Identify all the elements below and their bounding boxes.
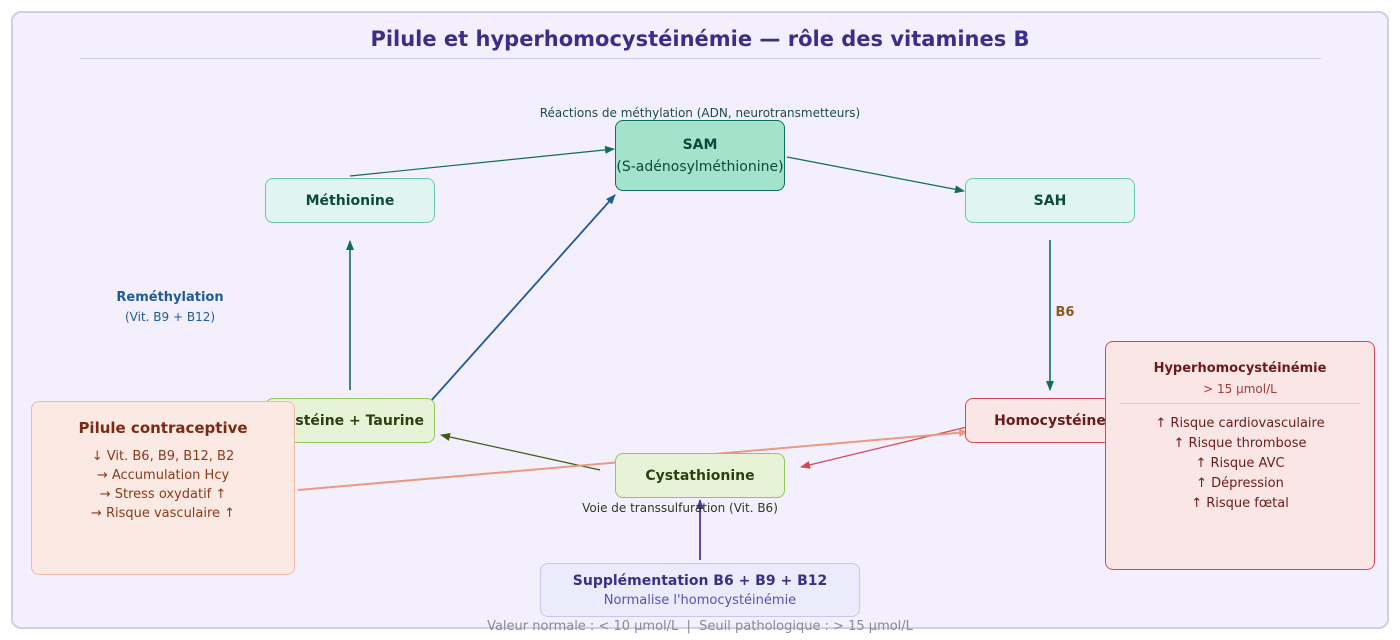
pill-box-line: → Stress oxydatif ↑ bbox=[99, 487, 227, 502]
cysteine-title: Cystéine + Taurine bbox=[276, 412, 424, 429]
supplement-box-subtitle: Normalise l'homocystéinémie bbox=[603, 592, 797, 608]
hyper-box-risk: ↑ Dépression bbox=[1196, 476, 1284, 491]
arrow-homocysteine-to-cystathionine bbox=[800, 426, 968, 469]
b6-label: B6 bbox=[1055, 305, 1075, 320]
hyper-box-divider bbox=[1120, 403, 1360, 404]
supplement-box: Supplémentation B6 + B9 + B12 Normalise … bbox=[540, 563, 860, 617]
supplement-box-title: Supplémentation B6 + B9 + B12 bbox=[572, 572, 828, 589]
methionine-title: Méthionine bbox=[305, 192, 395, 209]
pill-box-line: → Accumulation Hcy bbox=[96, 468, 230, 483]
pill-box: Pilule contraceptive ↓ Vit. B6, B9, B12,… bbox=[31, 401, 295, 575]
sam-subtitle: (S-adénosylméthionine) bbox=[616, 158, 784, 175]
sah-title: SAH bbox=[1033, 192, 1067, 209]
pill-box-title: Pilule contraceptive bbox=[78, 419, 248, 437]
hyper-box: Hyperhomocystéinémie > 15 µmol/L ↑ Risqu… bbox=[1105, 341, 1375, 570]
cystathionine-title: Cystathionine bbox=[645, 467, 755, 484]
hyper-box-risk: ↑ Risque AVC bbox=[1195, 456, 1285, 471]
remethylation-label: Reméthylation bbox=[116, 290, 224, 305]
diagram-title: Pilule et hyperhomocystéinémie — rôle de… bbox=[370, 27, 1030, 51]
homocysteine-title: Homocystéine bbox=[994, 412, 1106, 429]
cystathionine-node: Cystathionine bbox=[615, 453, 785, 498]
sah-node: SAH bbox=[965, 178, 1135, 223]
hyper-box-risk: ↑ Risque fœtal bbox=[1191, 496, 1289, 511]
hyper-box-risk: ↑ Risque cardiovasculaire bbox=[1155, 416, 1325, 431]
hyper-box-title: Hyperhomocystéinémie bbox=[1153, 361, 1327, 376]
title-divider bbox=[80, 58, 1321, 59]
methylation-label: Réactions de méthylation (ADN, neurotran… bbox=[539, 106, 861, 120]
arrow-sam-to-sah bbox=[786, 156, 965, 194]
remethylation-vitamins-label: (Vit. B9 + B12) bbox=[124, 310, 216, 324]
pill-box-line: ↓ Vit. B6, B9, B12, B2 bbox=[91, 449, 235, 464]
arrow-cysteine-to-sam bbox=[429, 194, 616, 403]
hyper-box-risk: ↑ Risque thrombose bbox=[1173, 436, 1307, 451]
arrow-methionine-to-sam bbox=[349, 145, 615, 177]
hyper-box-threshold: > 15 µmol/L bbox=[1203, 382, 1277, 396]
arrow-cystathionine-to-cysteine bbox=[440, 433, 601, 471]
methionine-node: Méthionine bbox=[265, 178, 435, 223]
sam-node: SAM (S-adénosylméthionine) bbox=[615, 120, 785, 191]
sam-title: SAM bbox=[682, 136, 718, 153]
transsulfuration-label: Voie de transsulfuration (Vit. B6) bbox=[582, 501, 778, 515]
pill-box-line: → Risque vasculaire ↑ bbox=[90, 506, 236, 521]
footer-note: Valeur normale : < 10 µmol/L | Seuil pat… bbox=[487, 619, 913, 634]
